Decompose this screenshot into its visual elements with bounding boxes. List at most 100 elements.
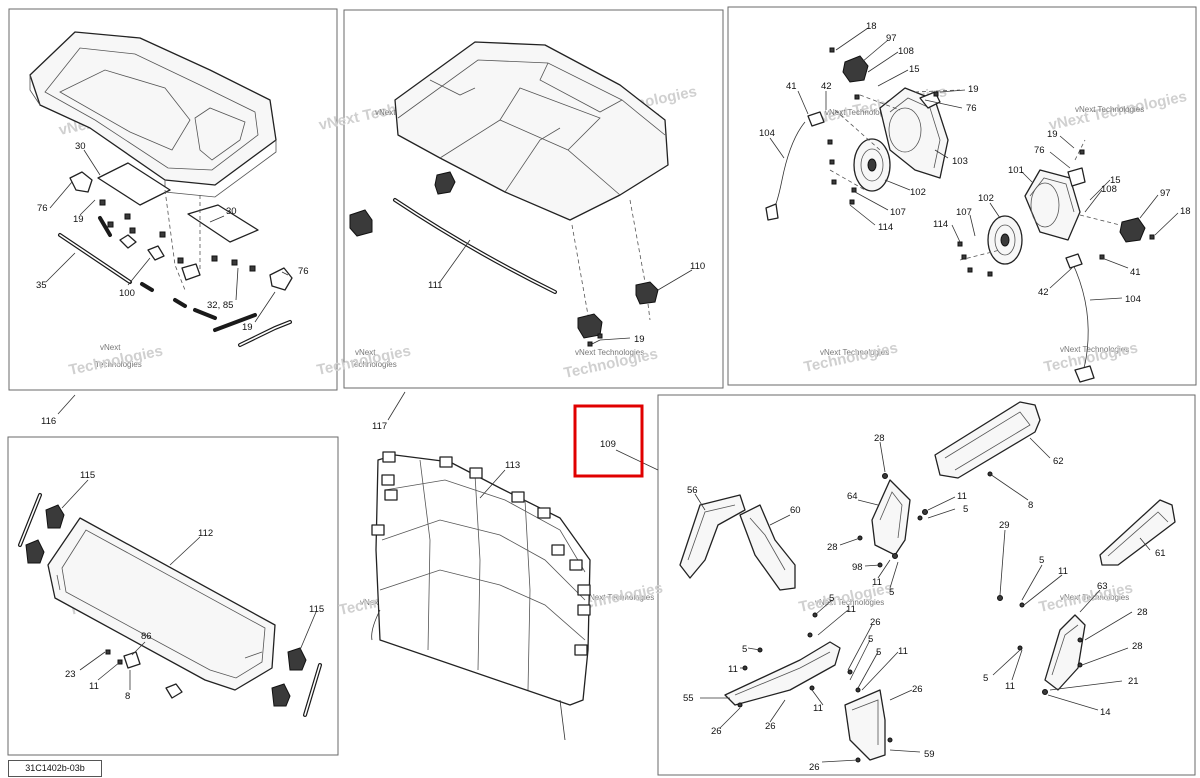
callout-41: 41 [1130,267,1141,278]
callout-76: 76 [37,203,48,214]
callout-19: 19 [73,214,84,225]
svg-text:vNext Technologies: vNext Technologies [575,348,644,357]
callout-11: 11 [89,681,99,692]
speaker-housing-101 [1024,169,1081,241]
svg-text:vNext Technologies: vNext Technologies [1075,105,1144,114]
callout-104: 104 [1125,294,1141,305]
svg-text:Technologies: Technologies [350,360,397,369]
callout-116: 116 [41,416,56,427]
callout-98: 98 [852,562,863,573]
callout-23: 23 [65,669,76,680]
callout-28: 28 [1132,641,1143,652]
frame-top-left [8,8,338,391]
callout-76: 76 [298,266,309,277]
callouts: 116 117 109 30 30 76 19 35 100 32, 85 76… [36,21,1191,773]
callout-107: 107 [956,207,972,218]
callout-5: 5 [1039,555,1044,566]
callout-21: 21 [1128,676,1139,687]
callout-102: 102 [910,187,926,198]
part-59 [844,689,886,761]
callout-101: 101 [1008,165,1024,176]
callout-8: 8 [125,691,130,702]
clip [99,199,106,206]
callout-86: 86 [141,631,152,642]
callout-60: 60 [790,505,801,516]
assembly-net-113 [371,451,591,741]
grille-97-upper [842,55,869,83]
clip-115-a [45,504,65,529]
callout-41: 41 [786,81,797,92]
callout-28: 28 [874,433,885,444]
callout-111: 111 [428,280,442,291]
callout-108: 108 [898,46,914,57]
callout-100: 100 [119,288,135,299]
frame-top-middle [343,9,724,389]
callout-97: 97 [886,33,897,44]
callout-28: 28 [827,542,838,553]
frame-top-right [727,6,1197,386]
callout-26: 26 [912,684,923,695]
callout-19: 19 [634,334,645,345]
roof-cover-117 [394,41,669,221]
callout-15: 15 [1110,175,1121,186]
part-55 [724,641,841,706]
callout-64: 64 [847,491,858,502]
part-61 [1099,499,1176,566]
clip-117 [349,209,373,237]
part-64 [871,479,911,556]
callout-108: 108 [1101,184,1117,195]
callout-117: 117 [372,421,387,432]
svg-text:vNext Technologies: vNext Technologies [815,598,884,607]
callout-26: 26 [870,617,881,628]
highlight-box-109 [573,404,644,478]
frame-bottom-right [657,394,1196,776]
callout-30: 30 [75,141,86,152]
callout-5: 5 [829,593,834,604]
svg-text:vNext: vNext [100,343,121,352]
callout-115: 115 [80,470,95,481]
callout-5: 5 [868,634,873,645]
callout-109: 109 [600,439,616,450]
callout-35: 35 [36,280,47,291]
callout-19: 19 [242,322,253,333]
callout-112: 112 [198,528,213,539]
svg-text:vNext Technologies: vNext Technologies [1060,593,1129,602]
callout-5: 5 [983,673,988,684]
svg-text:Technologies: Technologies [1037,579,1134,616]
callout-19: 19 [1047,129,1058,140]
svg-text:vNext Technologies: vNext Technologies [820,348,889,357]
pad-30-right [187,204,259,243]
callout-76: 76 [1034,145,1045,156]
assembly-116 [29,31,293,347]
callout-30: 30 [226,206,237,217]
svg-text:vNext Technologies: vNext Technologies [1060,345,1129,354]
bracket-76-right [269,267,293,291]
callout-28: 28 [1137,607,1148,618]
svg-text:vNext: vNext [355,348,376,357]
grille-97-lower [1119,217,1146,243]
cable-104-upper [769,121,806,216]
callout-102: 102 [978,193,994,204]
callout-114: 114 [878,222,893,233]
callout-11: 11 [898,646,908,657]
bracket-76-left [69,171,93,193]
callout-5: 5 [889,587,894,598]
callout-42: 42 [821,81,832,92]
callout-5: 5 [876,647,881,658]
callout-42: 42 [1038,287,1049,298]
part-62 [934,401,1041,479]
callout-18: 18 [1180,206,1191,217]
callout-114: 114 [933,219,948,230]
clip-115-b [287,647,307,671]
callout-76: 76 [966,103,977,114]
callout-97: 97 [1160,188,1171,199]
callout-5: 5 [742,644,747,655]
roof-shell-116 [29,31,277,186]
callout-8: 8 [1028,500,1033,511]
callout-14: 14 [1100,707,1111,718]
callout-59: 59 [924,749,935,760]
frame-bottom-left [7,436,339,756]
assembly-bottom-left [18,493,322,717]
svg-text:vNext Technologies: vNext Technologies [825,108,894,117]
callout-56: 56 [687,485,698,496]
